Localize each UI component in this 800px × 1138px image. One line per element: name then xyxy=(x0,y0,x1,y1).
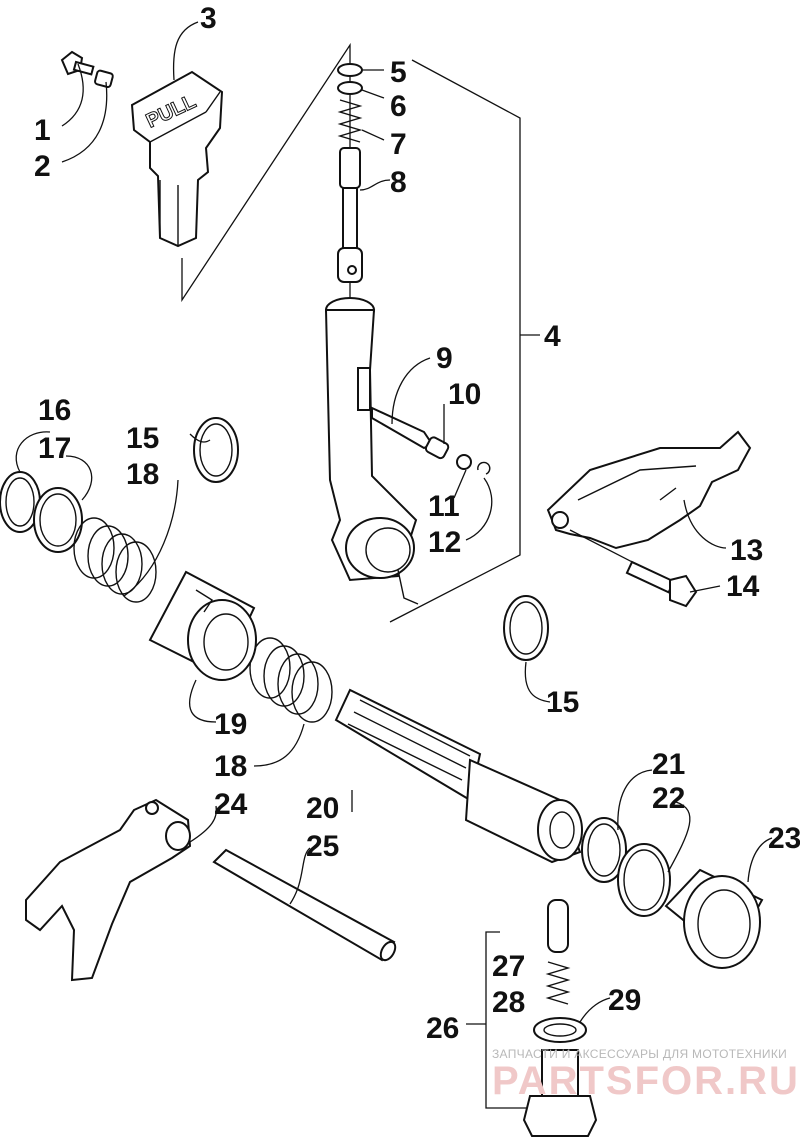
part-1-bolt xyxy=(60,50,95,76)
label-1: 1 xyxy=(34,114,51,147)
label-28: 28 xyxy=(492,986,525,1019)
part-11-washer xyxy=(456,454,472,470)
label-17: 17 xyxy=(38,432,71,465)
part-4-shift-lever xyxy=(324,297,419,605)
label-29: 29 xyxy=(608,984,641,1017)
part-27-plunger xyxy=(547,899,569,953)
part-7-spring xyxy=(337,99,363,143)
label-27: 27 xyxy=(492,950,525,983)
part-18b-spring xyxy=(249,637,333,723)
part-9-pin xyxy=(371,406,434,450)
label-14: 14 xyxy=(726,570,760,603)
label-9: 9 xyxy=(436,342,453,375)
part-25-rod xyxy=(212,848,397,962)
callout-numbers: 1 2 3 5 6 7 8 4 9 10 11 12 13 14 15 15 1… xyxy=(34,2,800,1045)
part-12-clip xyxy=(477,461,491,475)
part-13-bracket xyxy=(546,430,752,550)
part-15a-snap-ring xyxy=(193,417,239,483)
label-21: 21 xyxy=(652,748,685,781)
label-7: 7 xyxy=(390,128,407,161)
label-3: 3 xyxy=(200,2,217,35)
label-25: 25 xyxy=(306,830,339,863)
part-3-pull-knob: PULL xyxy=(130,70,224,248)
part-18a-spring xyxy=(73,517,157,603)
part-26-plug-bolt xyxy=(522,1049,598,1137)
part-29-washer xyxy=(533,1017,587,1043)
leader-lines xyxy=(15,21,773,1023)
watermark-brand: PARTSFOR.RU xyxy=(492,1059,800,1103)
label-16: 16 xyxy=(38,394,71,427)
label-6: 6 xyxy=(390,90,407,123)
watermark-caption: ЗАПЧАСТИ И АКСЕССУАРЫ ДЛЯ МОТОТЕХНИКИ xyxy=(492,1047,787,1061)
part-2-sleeve xyxy=(94,69,114,88)
label-12: 12 xyxy=(428,526,461,559)
label-15a: 15 xyxy=(126,422,159,455)
part-16-snap-ring xyxy=(0,471,41,533)
label-5: 5 xyxy=(390,56,407,89)
label-13: 13 xyxy=(730,534,763,567)
label-18a: 18 xyxy=(126,458,159,491)
label-11: 11 xyxy=(428,490,460,523)
part-6-washer xyxy=(337,81,363,95)
part-23-bearing xyxy=(664,868,764,969)
part-5-oring xyxy=(337,63,363,77)
part-28-spring xyxy=(545,961,571,1005)
label-19: 19 xyxy=(214,708,247,741)
label-10: 10 xyxy=(448,378,481,411)
part-22-washer xyxy=(617,843,671,917)
part-15b-snap-ring xyxy=(503,595,549,661)
part-14-bolt xyxy=(569,529,698,608)
label-20: 20 xyxy=(306,792,339,825)
part-10-bushing xyxy=(424,436,450,460)
part-21-snap-ring xyxy=(581,817,627,883)
watermark: ЗАПЧАСТИ И АКСЕССУАРЫ ДЛЯ МОТОТЕХНИКИ PA… xyxy=(492,1047,800,1103)
label-26: 26 xyxy=(426,1012,459,1045)
part-24-shift-fork xyxy=(25,798,192,982)
part-19-collar xyxy=(148,570,257,681)
part-17-washer xyxy=(33,487,83,553)
label-4: 4 xyxy=(544,320,561,353)
label-23: 23 xyxy=(768,822,800,855)
label-8: 8 xyxy=(390,166,407,199)
label-15b: 15 xyxy=(546,686,579,719)
part-20-splined-shaft xyxy=(334,688,583,864)
label-24: 24 xyxy=(214,788,248,821)
label-2: 2 xyxy=(34,150,51,183)
label-18b: 18 xyxy=(214,750,247,783)
label-22: 22 xyxy=(652,782,685,815)
part-8-rod xyxy=(337,147,363,283)
